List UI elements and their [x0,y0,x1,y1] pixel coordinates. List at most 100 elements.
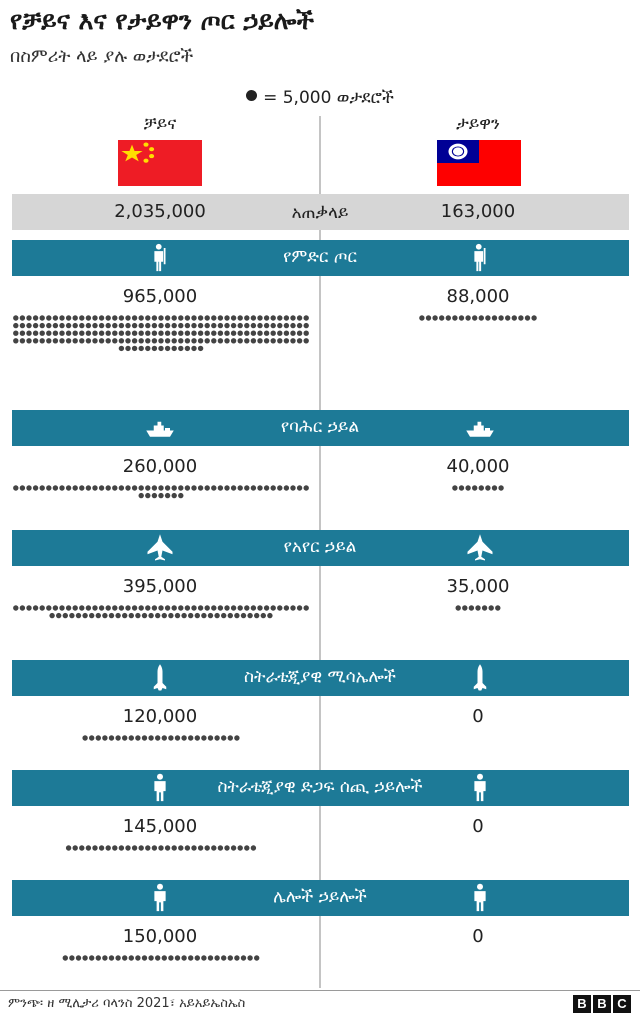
dot-china [303,322,309,329]
dot-china [237,322,243,329]
dot-china [217,485,224,491]
dot-china [19,322,26,329]
dot-taiwan [452,485,458,491]
dot-china [158,330,164,336]
taiwan-flag-icon [437,140,521,186]
dot-china [151,322,158,329]
jet-icon [145,533,175,563]
dot-china [257,315,263,321]
dot-china [296,322,303,329]
dot-china [85,322,92,329]
value-china-navy: 260,000 [122,456,198,477]
dot-china [65,315,72,321]
dot-china [131,845,138,851]
dot-china [234,735,240,741]
dot-china [151,338,158,344]
dot-china [141,955,148,961]
dot-china [82,955,88,961]
dot-china [32,338,39,344]
dot-china [52,605,59,611]
dot-china [118,322,125,329]
dot-china [115,735,121,741]
dot-china [151,845,158,851]
dot-china [178,485,184,491]
dot-taiwan [439,315,445,321]
dot-china [164,322,171,329]
dot-china [161,955,167,961]
dot-china [296,605,303,611]
dot-china [164,845,171,851]
dot-china [85,315,92,321]
dot-china [26,322,32,329]
dot-china [72,845,78,851]
dot-china [224,315,230,321]
dot-china [39,338,45,344]
dot-china [125,605,131,611]
dot-china [158,338,164,344]
dot-china [158,345,164,352]
dot-china [72,485,78,491]
dot-china [257,330,263,336]
dot-china [141,612,148,619]
dot-china [102,612,108,619]
dot-china [122,735,128,741]
dot-china [171,485,177,491]
dot-china [221,612,227,619]
dot-china [283,322,290,329]
value-china-ground-force: 965,000 [122,286,198,307]
dot-china [72,322,78,329]
dot-china [214,612,220,619]
dot-china [92,330,98,336]
dot-china [32,322,39,329]
dot-taiwan [432,315,438,321]
dot-china [184,345,191,352]
dot-china [211,315,217,321]
dot-china [52,315,59,321]
dot-china [13,322,19,329]
dot-china [244,605,250,611]
dot-china [118,338,125,344]
dot-china [257,605,263,611]
dot-china [263,322,270,329]
dot-china [39,605,45,611]
dot-china [95,612,102,619]
dot-china [230,330,237,336]
dot-china [151,315,158,321]
dot-china [201,612,207,619]
dot-china [178,492,184,499]
dot-china [207,955,214,961]
dot-china [105,845,111,851]
dot-china [125,315,131,321]
dot-china [230,845,237,851]
dot-china [56,612,62,619]
country-name-china: ቻይና [143,114,177,134]
dot-china [148,955,154,961]
dot-china [164,315,171,321]
dot-china [72,605,78,611]
dot-china [191,315,197,321]
dot-china [197,345,204,352]
dot-china [118,485,125,491]
dot-china [230,322,237,329]
dot-china [204,322,210,329]
dot-taiwan [498,485,504,491]
legend: = 5,000 ወታደሮች [0,88,640,108]
dot-china [158,845,164,851]
dot-china [39,322,45,329]
dot-taiwan [468,605,475,611]
dot-china [13,338,19,344]
dot-china [118,345,125,352]
dot-china [211,485,217,491]
category-label-air-force: የአየር ኃይል [283,537,357,557]
category-label-strategic-missiles: ስትራቴጂያዊ ሚሳኤሎች [244,667,396,687]
dot-china [65,845,72,851]
dot-china [115,612,121,619]
dot-china [102,735,108,741]
dot-china [26,485,32,491]
dot-china [125,345,131,352]
dot-china [204,315,210,321]
dot-china [250,845,257,851]
dot-china [164,605,171,611]
dot-china [184,330,191,336]
dot-matrix-strategic-support [65,845,257,851]
